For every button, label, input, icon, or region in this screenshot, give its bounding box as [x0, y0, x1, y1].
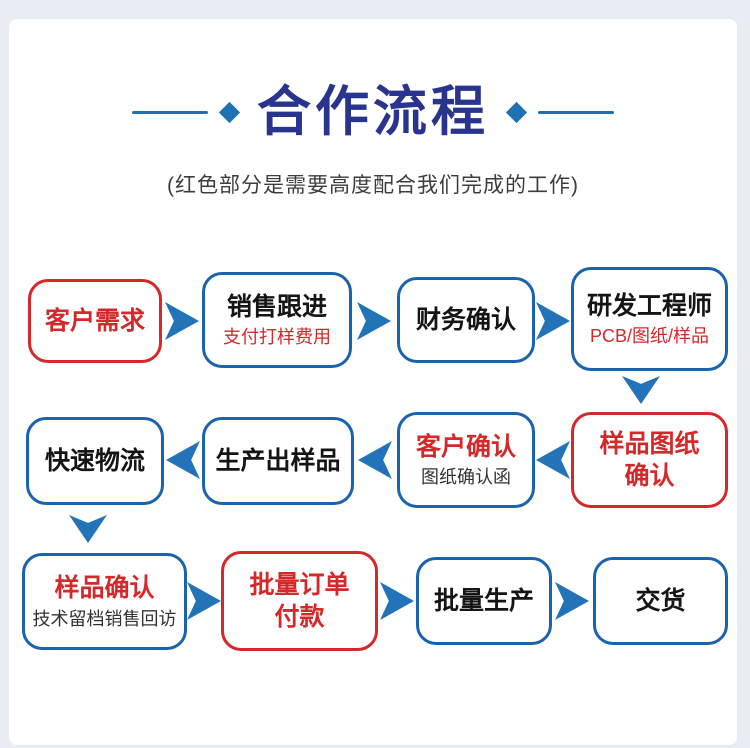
- node-title: 批量生产: [433, 586, 534, 615]
- title-right-line: [538, 110, 614, 114]
- node-customer-confirm: 客户确认 图纸确认函: [397, 412, 535, 508]
- node-subtitle: PCB/图纸/样品: [589, 326, 709, 347]
- node-title: 销售跟进: [226, 292, 327, 321]
- node-title: 样品确认: [54, 574, 155, 603]
- node-subtitle: 技术留档销售回访: [32, 608, 177, 629]
- node-customer-demand: 客户需求: [28, 279, 162, 363]
- node-sample-confirm: 样品确认 技术留档销售回访: [22, 553, 187, 650]
- node-finance-confirm: 财务确认: [397, 277, 535, 363]
- arrow-right-icon: [536, 302, 570, 340]
- diamond-icon: [218, 101, 241, 123]
- node-rd-engineer: 研发工程师 PCB/图纸/样品: [571, 267, 728, 371]
- arrow-right-icon: [187, 582, 221, 620]
- diamond-icon: [505, 101, 528, 123]
- arrow-left-icon: [536, 441, 570, 479]
- node-title: 客户需求: [44, 306, 145, 335]
- node-sample-drawing-confirm: 样品图纸 确认: [571, 412, 728, 508]
- node-title: 财务确认: [415, 305, 516, 334]
- node-subtitle: 图纸确认函: [421, 467, 511, 488]
- node-title: 快速物流: [44, 446, 145, 475]
- node-title: 交货: [635, 586, 686, 615]
- arrow-down-icon: [69, 515, 107, 543]
- page-title-row: 合作流程: [9, 85, 737, 139]
- arrow-down-icon: [622, 376, 660, 404]
- arrow-left-icon: [358, 441, 392, 479]
- node-title: 生产出样品: [215, 446, 341, 475]
- node-sales-follow-up: 销售跟进 支付打样费用: [202, 272, 352, 368]
- title-left-line: [132, 110, 208, 114]
- node-delivery: 交货: [593, 557, 728, 645]
- node-title: 样品图纸 确认: [599, 429, 700, 491]
- arrow-right-icon: [357, 302, 391, 340]
- arrow-right-icon: [555, 582, 589, 620]
- node-title: 客户确认: [415, 432, 516, 461]
- arrow-right-icon: [165, 302, 199, 340]
- content-card: 合作流程 (红色部分是需要高度配合我们完成的工作) 客户需求 销售跟进 支付打样…: [9, 19, 737, 745]
- arrow-left-icon: [166, 441, 200, 479]
- node-mass-production: 批量生产: [416, 557, 552, 645]
- node-produce-sample: 生产出样品: [202, 417, 354, 505]
- node-bulk-order-payment: 批量订单 付款: [221, 551, 378, 651]
- page-subtitle: (红色部分是需要高度配合我们完成的工作): [167, 174, 579, 197]
- node-title: 研发工程师: [586, 291, 712, 320]
- node-title: 批量订单 付款: [249, 570, 350, 632]
- arrow-right-icon: [380, 582, 414, 620]
- page-title: 合作流程: [257, 82, 489, 142]
- node-subtitle: 支付打样费用: [223, 327, 331, 348]
- node-fast-logistics: 快速物流: [26, 417, 164, 505]
